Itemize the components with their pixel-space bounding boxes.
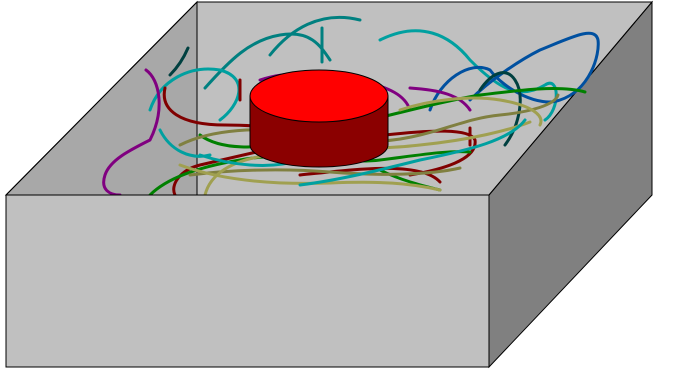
disk-top (249, 69, 389, 123)
box-back-outline (5, 1, 654, 196)
disk-icon (249, 69, 389, 168)
path-navy (428, 31, 600, 112)
path-teal-1 (203, 15, 362, 90)
box-front-face (5, 194, 490, 368)
